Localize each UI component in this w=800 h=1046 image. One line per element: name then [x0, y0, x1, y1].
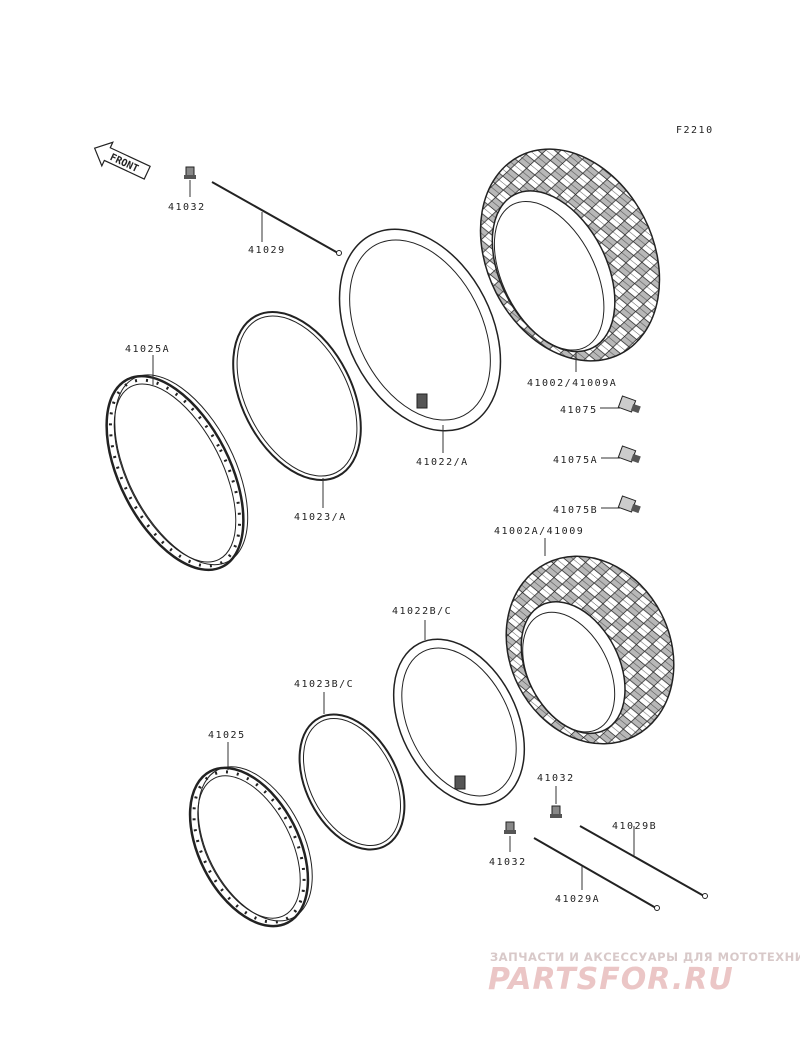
- label-41002-41009A: 41002/41009A: [527, 378, 617, 389]
- valve-41075: [600, 395, 641, 414]
- label-41023BC: 41023B/C: [294, 679, 354, 690]
- rim-band-41023BC: [298, 713, 406, 851]
- label-41032-mid: 41032: [537, 773, 575, 784]
- inner-tube-41022A: [338, 228, 502, 432]
- valve-41075A: [601, 445, 641, 464]
- spoke-41029A: [533, 837, 660, 911]
- label-41022A: 41022/A: [416, 457, 469, 468]
- inner-tube-41022BC: [392, 638, 526, 806]
- label-41029B: 41029B: [612, 821, 657, 832]
- front-arrow-icon: FRONT: [93, 141, 151, 180]
- label-41025: 41025: [208, 730, 246, 741]
- label-41032-low: 41032: [489, 857, 527, 868]
- label-41075: 41075: [560, 405, 598, 416]
- tire-41002-41009A: [479, 148, 661, 362]
- label-41029: 41029: [248, 245, 286, 256]
- valve-41032-mid: [550, 805, 562, 818]
- valve-41032-low: [504, 821, 516, 852]
- label-41025A: 41025A: [125, 344, 170, 355]
- label-41029A: 41029A: [555, 894, 600, 905]
- label-41075B: 41075B: [553, 505, 598, 516]
- tire-41002A-41009: [505, 555, 675, 745]
- label-41002A-41009: 41002A/41009: [494, 526, 584, 537]
- valve-41032-top: [184, 166, 196, 197]
- rim-41025A: [105, 374, 249, 572]
- label-41075A: 41075A: [553, 455, 598, 466]
- valve-stem-41022BC: [454, 775, 466, 790]
- spoke-41029B: [579, 825, 708, 899]
- valve-41075B: [601, 495, 641, 514]
- spoke-41029: [211, 181, 342, 256]
- watermark-brand: PARTSFOR.RU: [488, 962, 734, 997]
- label-41023A: 41023/A: [294, 512, 347, 523]
- valve-stem-41022A: [416, 393, 428, 409]
- rim-band-41023A: [232, 311, 362, 481]
- watermark-subtitle: ЗАПЧАСТИ И АКСЕССУАРЫ ДЛЯ МОТОТЕХНИКИ: [490, 950, 800, 964]
- rim-41025: [188, 766, 313, 928]
- label-41022BC: 41022B/C: [392, 606, 452, 617]
- label-41032-top: 41032: [168, 202, 206, 213]
- figure-code: F2210: [676, 125, 714, 136]
